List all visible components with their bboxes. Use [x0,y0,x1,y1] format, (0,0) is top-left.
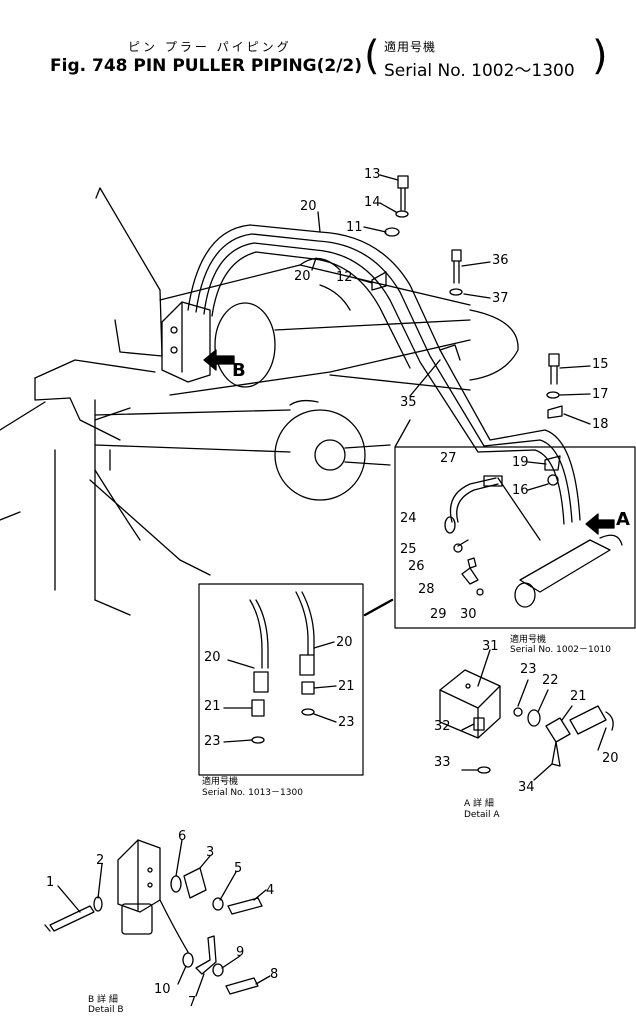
callout-19: 19 [512,455,529,470]
detail-a-jp: A 詳 細 [464,799,494,809]
callout-20-top: 20 [300,199,317,214]
applicability-label: 適用号機 [384,40,437,54]
callout-13: 13 [364,167,381,182]
view-arrows [203,349,615,535]
callout-23-inset-left: 23 [204,734,221,749]
inset-serial-box [198,583,394,776]
callout-22: 22 [542,673,559,688]
callout-6: 6 [178,829,187,844]
callout-35: 35 [400,395,417,410]
valve-block-b [161,301,211,383]
view-marker-b: B [232,360,246,381]
detail-b-jp: B 詳 細 [88,995,118,1005]
callout-11: 11 [346,220,363,235]
callout-33: 33 [434,755,451,770]
inset-a-serial: Serial No. 1002－1010 [510,645,611,655]
callout-20-inset-right: 20 [336,635,353,650]
callout-5: 5 [234,861,243,876]
hose-routing [187,224,581,525]
inset-a-jp: 適用号機 [510,635,547,645]
callout-17: 17 [592,387,609,402]
callout-28: 28 [418,582,435,597]
callout-12: 12 [336,270,353,285]
callout-23-detail-a: 23 [520,662,537,677]
close-paren: ) [592,33,608,79]
callout-29: 29 [430,607,447,622]
detail-b-drawing [44,839,271,997]
callout-30: 30 [460,607,477,622]
callout-32: 32 [434,719,451,734]
callout-23-inset-right: 23 [338,715,355,730]
callout-34: 34 [518,780,535,795]
lower-cylinder [94,399,391,541]
callout-10: 10 [154,982,171,997]
callout-9: 9 [236,945,245,960]
machine-frame [0,187,211,616]
callout-24: 24 [400,511,417,526]
callout-1: 1 [46,875,55,890]
callout-2: 2 [96,853,105,868]
inset-serial-jp: 適用号機 [202,777,239,787]
callout-4: 4 [266,883,275,898]
japanese-title: ピン プラー パイピング [128,40,292,54]
callout-31: 31 [482,639,499,654]
callout-16: 16 [512,483,529,498]
callout-20-mid: 20 [294,269,311,284]
callout-14: 14 [364,195,381,210]
view-marker-a: A [616,509,630,530]
callout-21-inset-right: 21 [338,679,355,694]
bolt-36-37 [449,249,463,296]
callout-36: 36 [492,253,509,268]
open-paren: ( [364,33,380,79]
callout-25: 25 [400,542,417,557]
callout-21-detail-a: 21 [570,689,587,704]
callout-26: 26 [408,559,425,574]
callout-37: 37 [492,291,509,306]
serial-range: Serial No. 1002～1300 [384,61,575,81]
upper-clamp-parts [371,175,409,291]
right-clamp-parts [544,353,563,486]
callout-15: 15 [592,357,609,372]
callout-7: 7 [188,995,197,1010]
callout-20-detail-a: 20 [602,751,619,766]
callout-3: 3 [206,845,215,860]
detail-b-text: Detail B [88,1005,124,1015]
inset-a-box [394,419,636,629]
callout-8: 8 [270,967,279,982]
callout-21-inset-left: 21 [204,699,221,714]
detail-a-text: Detail A [464,810,500,820]
callout-27: 27 [440,451,457,466]
callout-20-inset-left: 20 [204,650,221,665]
leader-lines-upper [311,174,591,491]
callout-18: 18 [592,417,609,432]
figure-title: Fig. 748 PIN PULLER PIPING(2/2) [50,56,363,76]
detail-a-drawing [439,649,614,781]
inset-serial-text: Serial No. 1013－1300 [202,788,303,798]
